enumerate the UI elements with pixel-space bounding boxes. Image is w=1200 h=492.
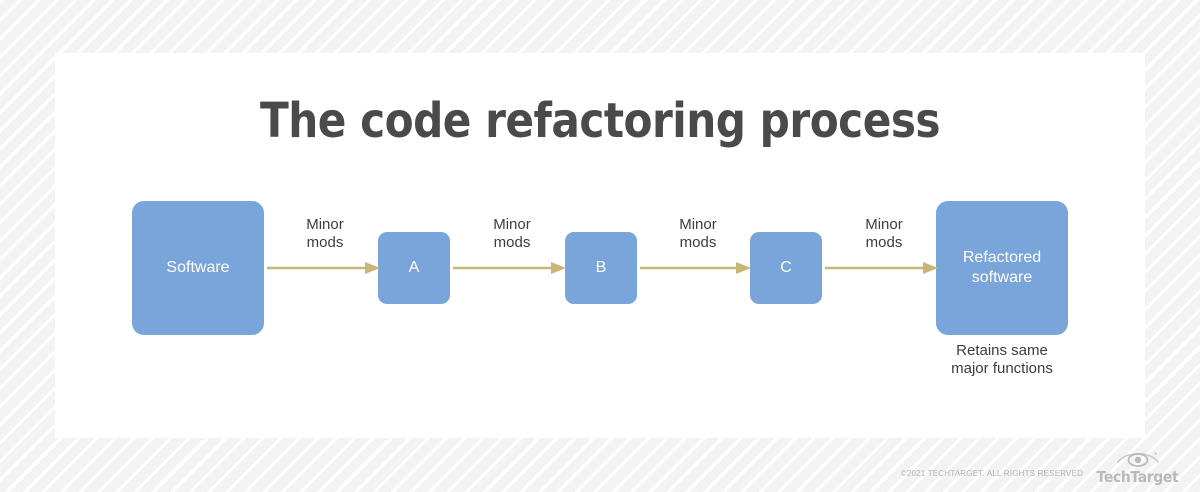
flow-node-software: Software [132, 201, 264, 335]
flow-arrow-software-to-a [267, 260, 381, 276]
refactored-software-caption: Retains same major functions [951, 342, 1053, 377]
eye-icon [1116, 452, 1159, 467]
copyright-text: ©2021 TECHTARGET. ALL RIGHTS RESERVED [900, 469, 1084, 478]
techtarget-logo: TechTarget [1093, 449, 1182, 486]
flow-node-a: A [378, 232, 450, 304]
flow-arrow-c-to-refactored [825, 260, 939, 276]
flow-arrow-label-3: Minor mods [679, 216, 717, 251]
flow-node-refactored-software: Refactored software [936, 201, 1068, 335]
flow-arrow-b-to-c [640, 260, 752, 276]
content-card: The code refactoring process Software A … [55, 53, 1145, 438]
flow-arrow-label-1: Minor mods [306, 216, 344, 251]
brand-wordmark: TechTarget [1096, 468, 1179, 486]
flow-arrow-a-to-b [453, 260, 567, 276]
flow-arrow-label-4: Minor mods [865, 216, 903, 251]
flow-arrow-label-2: Minor mods [493, 216, 531, 251]
page-title: The code refactoring process [259, 93, 941, 149]
flow-node-c: C [750, 232, 822, 304]
footer: ©2021 TECHTARGET. ALL RIGHTS RESERVED Te… [901, 449, 1182, 486]
refactoring-flow-diagram: Software A B C Refactored software [55, 53, 1145, 438]
flow-node-b: B [565, 232, 637, 304]
